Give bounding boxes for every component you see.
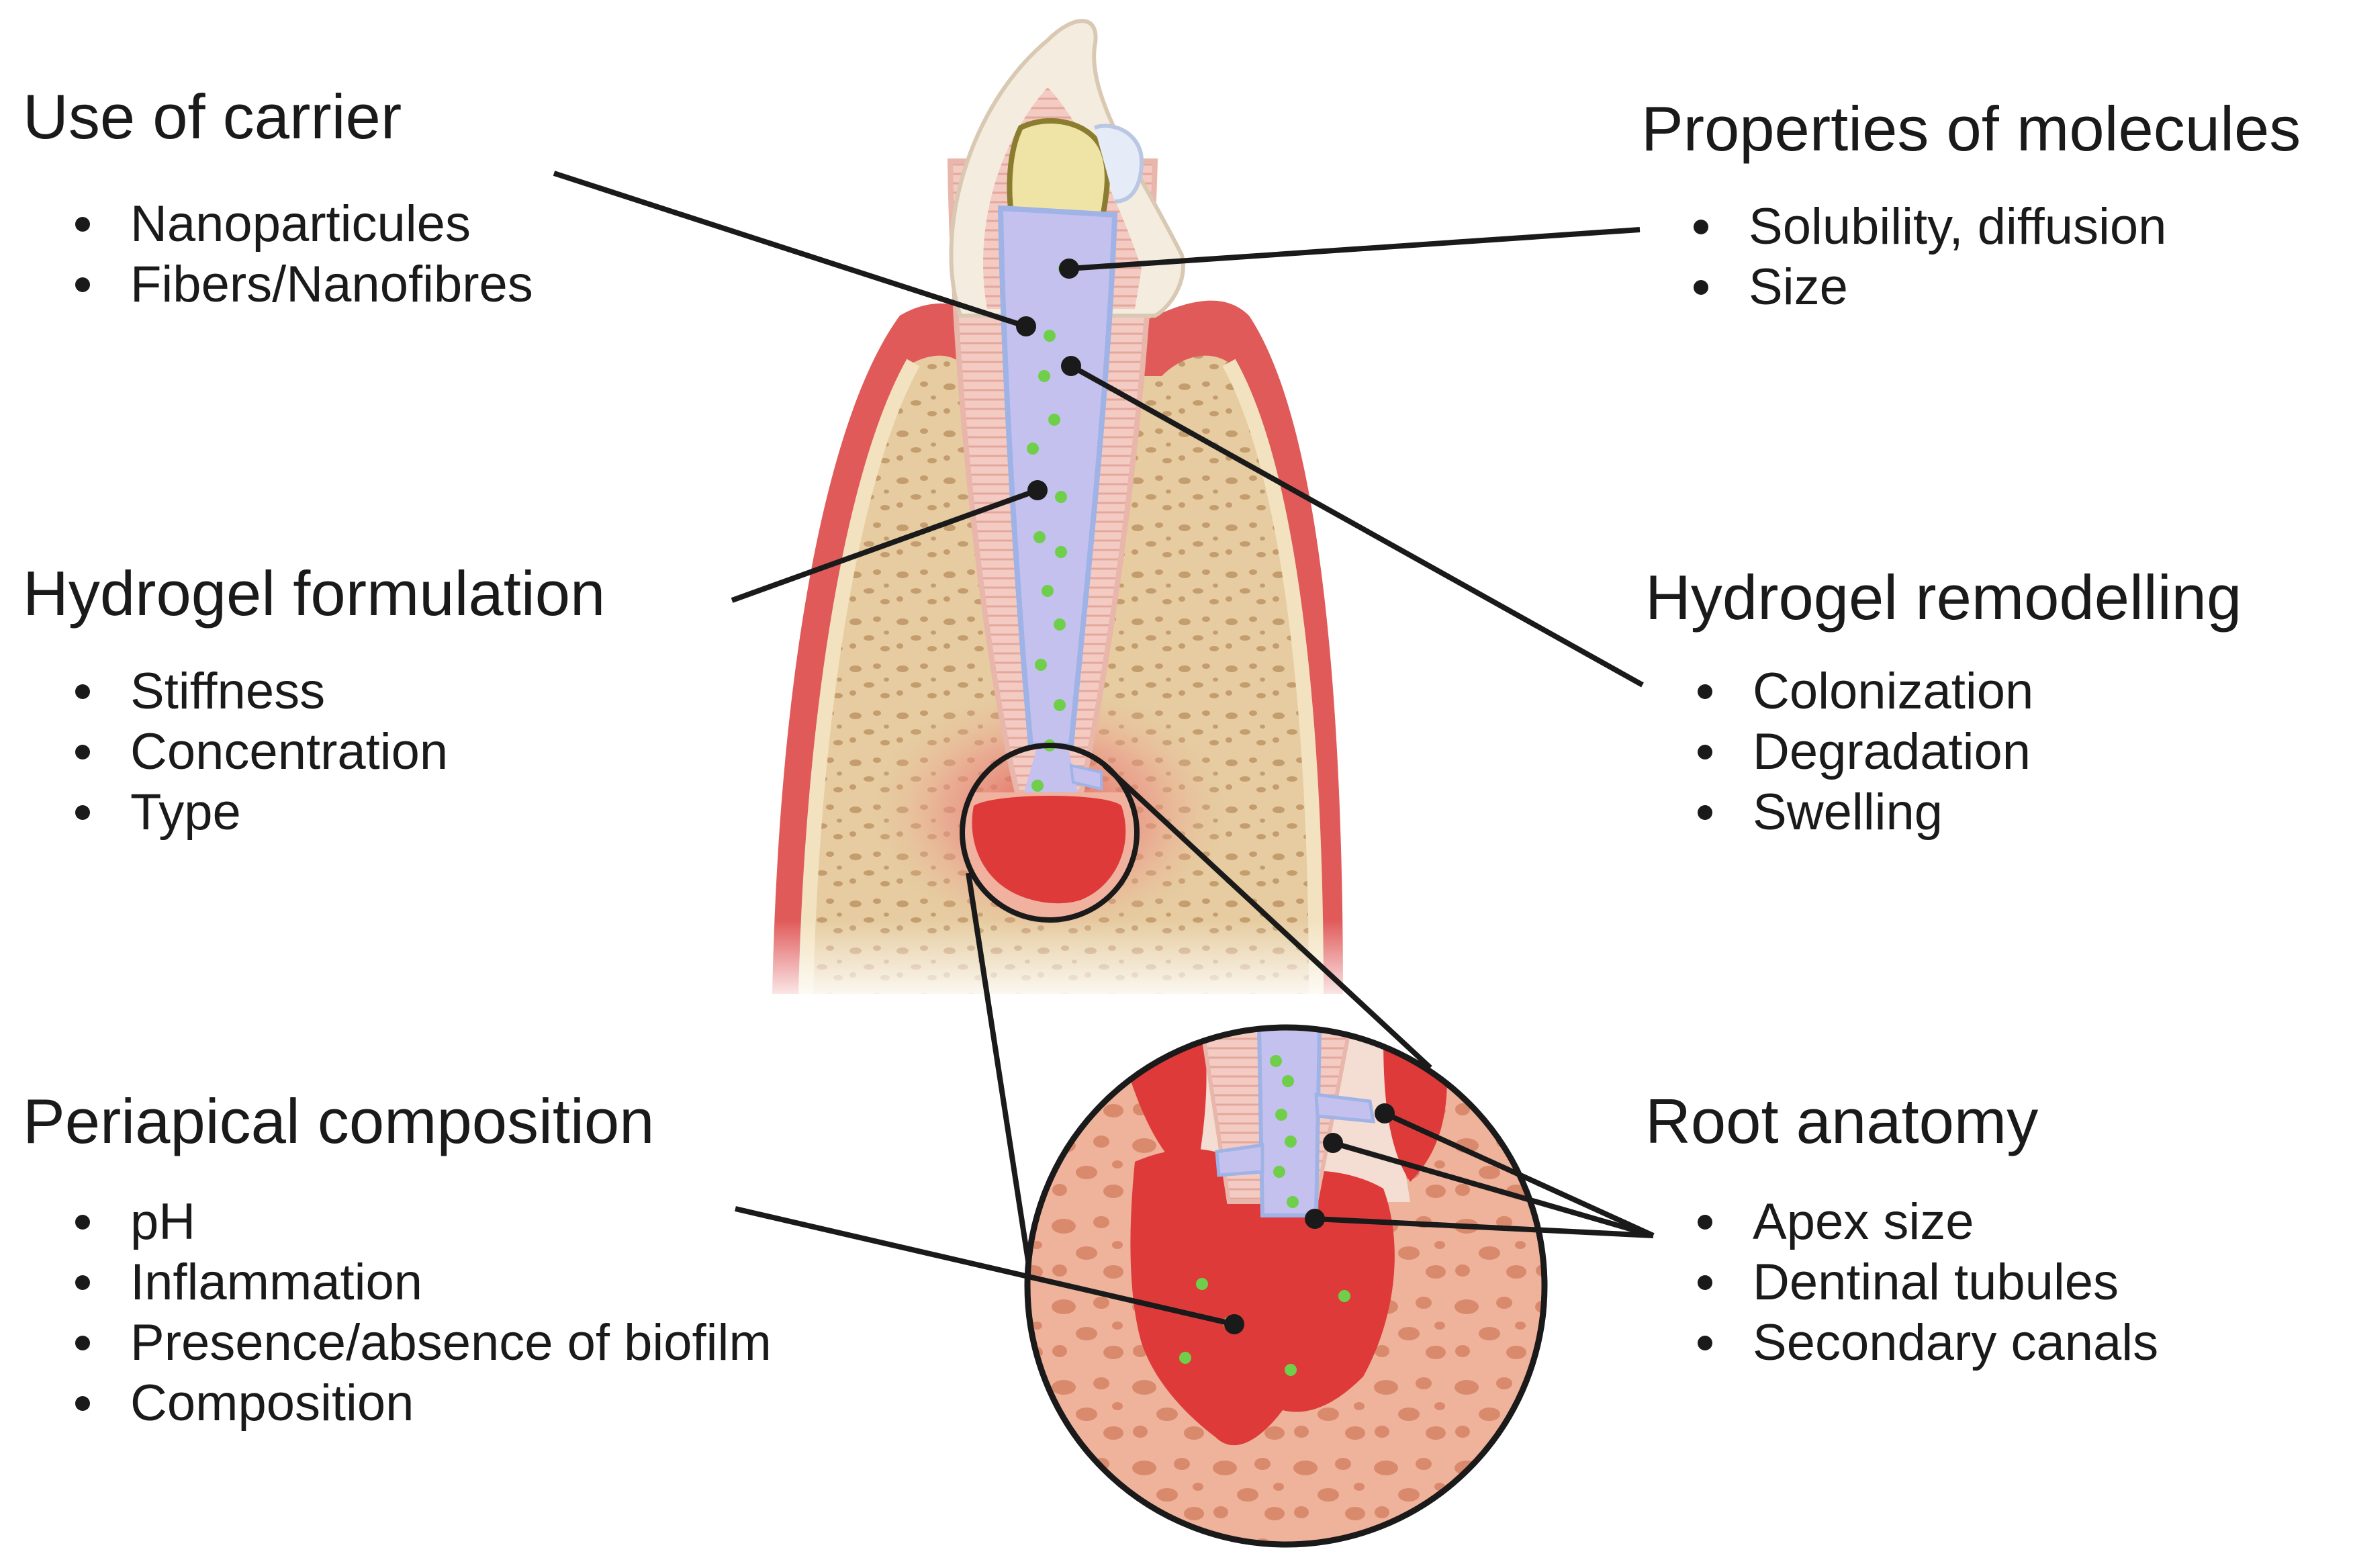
list-item: Composition (23, 1373, 772, 1434)
section-root-anatomy: Root anatomy Apex size Dentinal tubules … (1645, 1087, 2158, 1373)
leader-root-1 (1383, 1111, 1655, 1238)
section-periapical-composition: Periapical composition pH Inflammation P… (23, 1087, 772, 1434)
list-item: Concentration (23, 722, 605, 782)
section-title: Periapical composition (23, 1086, 655, 1156)
leader-endpoints (1016, 259, 1395, 1334)
item-list: Solubility, diffusion Size (1641, 197, 2301, 318)
list-item: Nanoparticules (23, 194, 533, 255)
list-item: Inflammation (23, 1252, 772, 1313)
lesion-small (972, 796, 1126, 904)
leader-formulation (731, 488, 1039, 603)
list-item: Secondary canals (1645, 1313, 2158, 1373)
leader-root-3 (1314, 1216, 1654, 1238)
list-item: Presence/absence of biofilm (23, 1313, 772, 1373)
lesion-zoom (1130, 1148, 1395, 1446)
list-item: Degradation (1645, 722, 2242, 782)
list-item: Swelling (1645, 782, 2242, 843)
list-item: Apex size (1645, 1192, 2158, 1252)
leader-carrier (553, 171, 1027, 329)
section-title: Hydrogel remodelling (1645, 562, 2242, 633)
item-list: pH Inflammation Presence/absence of biof… (23, 1192, 772, 1434)
section-hydrogel-remodelling: Hydrogel remodelling Colonization Degrad… (1645, 563, 2242, 843)
list-item: Size (1641, 257, 2301, 318)
list-item: Dentinal tubules (1645, 1252, 2158, 1313)
list-item: Fibers/Nanofibres (23, 255, 533, 315)
leader-root-2 (1332, 1140, 1655, 1238)
leader-periapical (735, 1206, 1235, 1327)
list-item: pH (23, 1192, 772, 1252)
list-item: Type (23, 782, 605, 843)
section-properties-of-molecules: Properties of molecules Solubility, diff… (1641, 94, 2301, 318)
section-title: Properties of molecules (1641, 93, 2301, 164)
list-item: Stiffness (23, 661, 605, 722)
section-title: Use of carrier (23, 81, 402, 152)
list-item: Solubility, diffusion (1641, 197, 2301, 257)
item-list: Stiffness Concentration Type (23, 661, 605, 843)
item-list: Colonization Degradation Swelling (1645, 661, 2242, 843)
item-list: Nanoparticules Fibers/Nanofibres (23, 194, 533, 315)
list-item: Colonization (1645, 661, 2242, 722)
section-hydrogel-formulation: Hydrogel formulation Stiffness Concentra… (23, 559, 605, 843)
leader-remodelling (1070, 363, 1644, 688)
leader-lines (553, 171, 1655, 1327)
zoom-circle (1024, 1024, 1548, 1548)
section-use-of-carrier: Use of carrier Nanoparticules Fibers/Nan… (23, 82, 533, 315)
section-title: Root anatomy (1645, 1086, 2039, 1156)
item-list: Apex size Dentinal tubules Secondary can… (1645, 1192, 2158, 1373)
section-title: Hydrogel formulation (23, 558, 606, 629)
zoom-line-left (966, 872, 1034, 1283)
leader-molecules (1068, 227, 1641, 271)
zoom-line-right (1103, 764, 1432, 1070)
